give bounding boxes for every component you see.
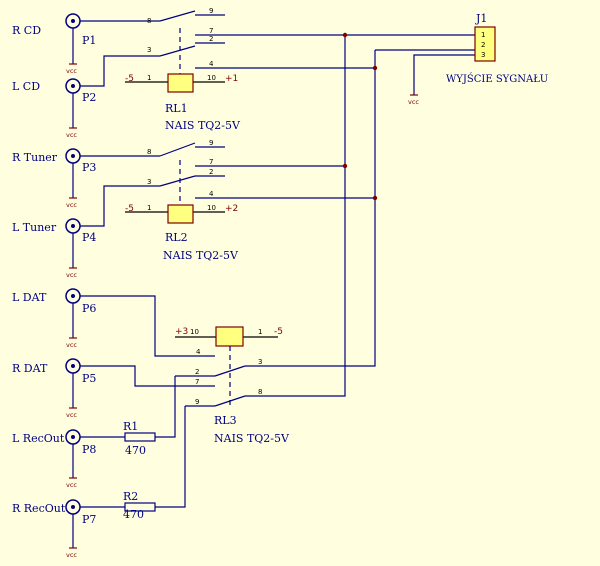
svg-text:9: 9 — [209, 139, 213, 147]
resistor-value: 470 — [125, 444, 146, 457]
relay-part: NAIS TQ2-5V — [165, 119, 241, 132]
vcc-label: vcc — [408, 98, 419, 106]
resistor-r1: R1 470 — [123, 376, 176, 457]
svg-text:1: 1 — [147, 204, 151, 212]
relay-designator: RL1 — [165, 102, 188, 115]
resistor-designator: R1 — [123, 420, 138, 433]
designator-p3: P3 — [82, 161, 96, 174]
jack-p8: L RecOut vcc P8 — [12, 429, 125, 489]
svg-text:1: 1 — [147, 74, 151, 82]
resistor-body — [124, 432, 156, 442]
svg-text:10: 10 — [190, 328, 199, 336]
svg-text:1: 1 — [481, 31, 485, 39]
svg-text:2: 2 — [195, 368, 199, 376]
jack-p4: L Tuner vcc P4 — [12, 185, 160, 279]
relay-coil — [167, 204, 194, 224]
coil-signal-left: -5 — [125, 74, 134, 84]
svg-text:2: 2 — [481, 41, 485, 49]
svg-text:8: 8 — [147, 148, 151, 156]
jack-p6: L DAT vcc P6 — [12, 288, 215, 357]
svg-text:3: 3 — [481, 51, 485, 59]
svg-text:9: 9 — [195, 398, 199, 406]
designator-p8: P8 — [82, 443, 96, 456]
label-l-recout: L RecOut — [12, 432, 65, 445]
relay-rl2: 8 9 7 2 3 4 1 10 -5 +2 RL2 NAIS TQ2-5V — [125, 139, 239, 262]
designator-p2: P2 — [82, 91, 96, 104]
svg-text:3: 3 — [147, 46, 151, 54]
designator-p4: P4 — [82, 231, 96, 244]
vcc-label: vcc — [66, 131, 77, 139]
coil-signal-left: +3 — [175, 327, 188, 337]
svg-text:7: 7 — [209, 27, 213, 35]
jack-p2: L CD vcc P2 — [12, 55, 160, 139]
connector-j1: J1 1 2 3 WYJŚCIE SYGNAŁU — [446, 12, 548, 85]
designator-p7: P7 — [82, 513, 96, 526]
svg-text:4: 4 — [209, 60, 214, 68]
label-l-cd: L CD — [12, 80, 40, 93]
coil-signal-left: -5 — [125, 204, 134, 214]
label-r-recout: R RecOut — [12, 502, 66, 515]
svg-text:4: 4 — [196, 348, 201, 356]
svg-text:1: 1 — [258, 328, 262, 336]
vcc-label: vcc — [66, 67, 77, 75]
relay-rl1: 8 9 7 2 3 4 1 10 -5 +1 RL1 NAIS TQ2-5V — [125, 7, 241, 132]
jack-p5: R DAT vcc P5 — [12, 358, 215, 419]
designator-p5: P5 — [82, 372, 96, 385]
svg-text:9: 9 — [209, 7, 213, 15]
svg-text:4: 4 — [209, 190, 214, 198]
vcc-label: vcc — [66, 481, 77, 489]
relay-part: NAIS TQ2-5V — [214, 432, 290, 445]
svg-text:8: 8 — [147, 17, 151, 25]
connector-designator: J1 — [475, 12, 487, 25]
vcc-label: vcc — [66, 551, 77, 559]
resistor-value: 470 — [123, 508, 144, 521]
signal-bus: vcc — [225, 32, 475, 397]
jack-p3: R Tuner vcc P3 — [12, 148, 160, 209]
label-l-dat: L DAT — [12, 291, 47, 304]
svg-text:2: 2 — [209, 35, 213, 43]
relay-rl3: +3 -5 10 1 4 3 2 7 8 9 RL3 NAIS TQ2-5V — [175, 326, 290, 445]
svg-text:3: 3 — [147, 178, 151, 186]
label-r-cd: R CD — [12, 24, 41, 37]
svg-text:10: 10 — [207, 74, 216, 82]
designator-p1: P1 — [82, 34, 96, 47]
svg-text:2: 2 — [209, 168, 213, 176]
connector-body — [474, 26, 496, 62]
svg-text:7: 7 — [195, 378, 199, 386]
svg-text:8: 8 — [258, 388, 262, 396]
label-r-tuner: R Tuner — [12, 151, 58, 164]
coil-signal-right: +2 — [225, 204, 238, 214]
relay-part: NAIS TQ2-5V — [163, 249, 239, 262]
svg-text:10: 10 — [207, 204, 216, 212]
relay-designator: RL2 — [165, 231, 188, 244]
jack-p1: R CD vcc P1 — [12, 13, 160, 75]
jack-p7: R RecOut vcc P7 — [12, 499, 125, 559]
svg-text:3: 3 — [258, 358, 262, 366]
connector-label: WYJŚCIE SYGNAŁU — [446, 73, 548, 85]
coil-signal-right: +1 — [225, 74, 238, 84]
relay-coil — [215, 326, 244, 347]
coil-signal-right: -5 — [274, 327, 283, 337]
svg-text:7: 7 — [209, 158, 213, 166]
designator-p6: P6 — [82, 302, 96, 315]
resistor-designator: R2 — [123, 490, 138, 503]
vcc-label: vcc — [66, 201, 77, 209]
label-l-tuner: L Tuner — [12, 221, 57, 234]
vcc-label: vcc — [66, 271, 77, 279]
vcc-label: vcc — [66, 411, 77, 419]
vcc-label: vcc — [66, 341, 77, 349]
relay-designator: RL3 — [214, 414, 237, 427]
label-r-dat: R DAT — [12, 362, 48, 375]
resistor-r2: R2 470 — [123, 406, 186, 521]
relay-coil — [167, 73, 194, 93]
